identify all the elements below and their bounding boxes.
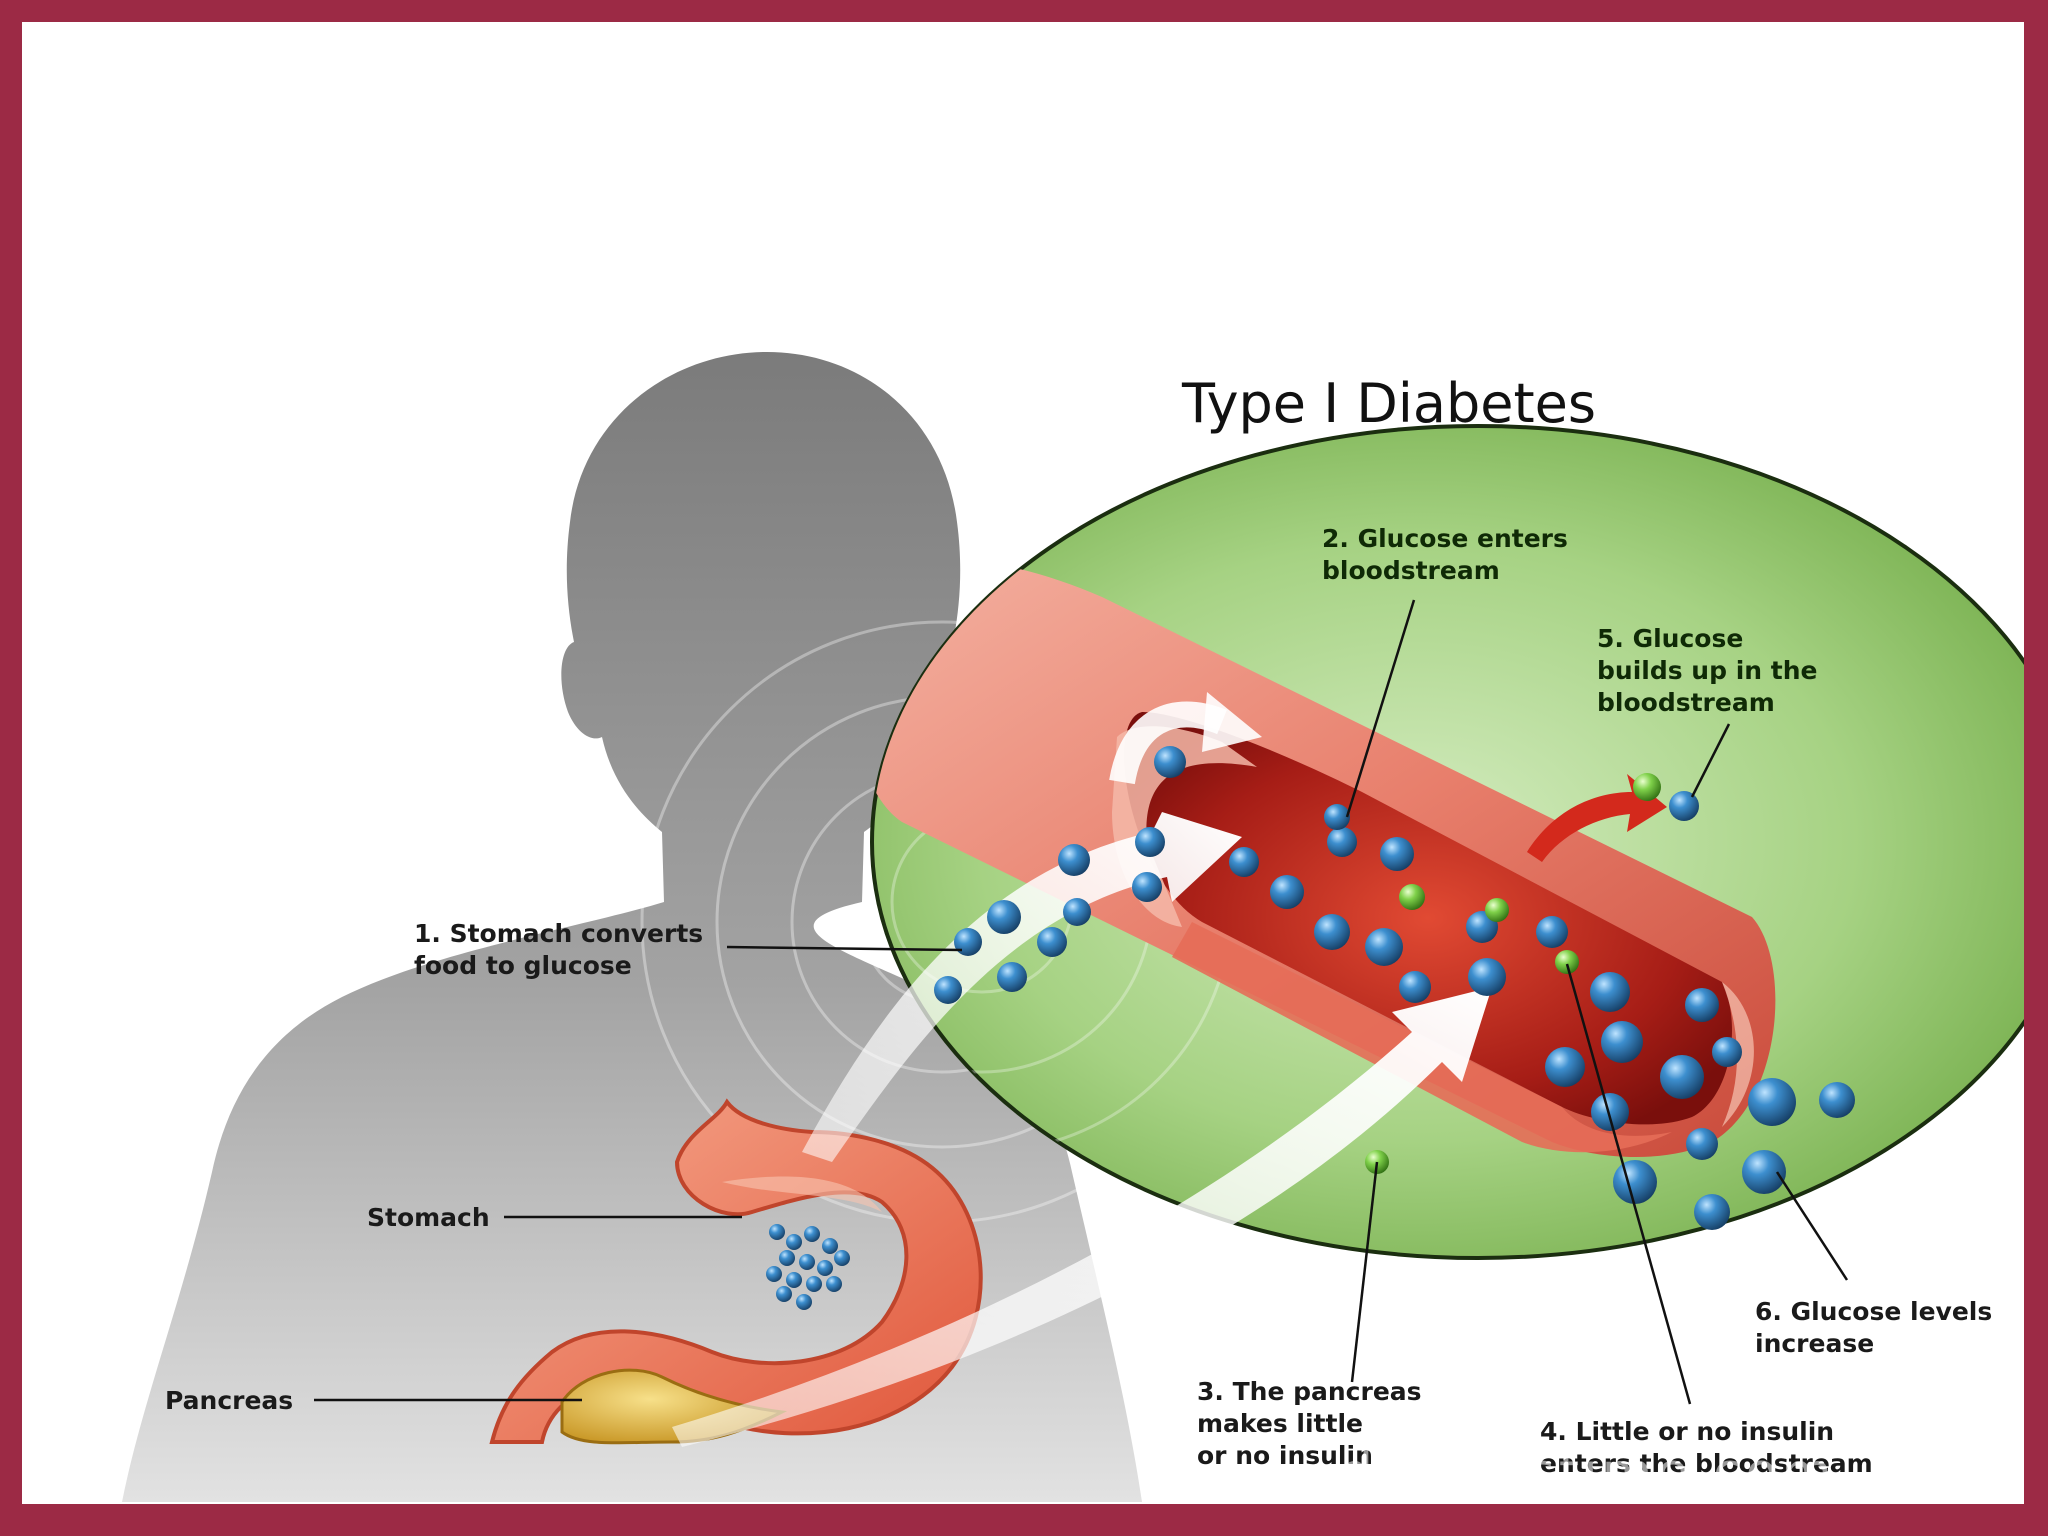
type1-diabetes-diagram: Type I Diabetes 1. Stomach converts food… [122,352,2024,1503]
label-step-3-line-3: or no insulin [1197,1441,1373,1470]
label-step-3-line-2: makes little [1197,1409,1363,1438]
label-step-1-line-2: food to glucose [414,951,632,980]
white-curved-arrow-icon [672,692,1492,1447]
label-step-1: 1. Stomach converts food to glucose [414,919,703,980]
diagram-frame: Type I Diabetes 1. Stomach converts food… [22,22,2024,1504]
leader-lines [314,599,1849,1405]
label-step-6-line-2: increase [1755,1329,1874,1358]
label-step-5-line-3: bloodstream [1597,688,1775,717]
label-step-4-line-2: enters the bloodstream [1540,1449,1873,1478]
label-step-6-line-1: 6. Glucose levels [1755,1297,1992,1326]
label-step-6: 6. Glucose levels increase [1755,1297,1992,1358]
diagram-title: Type I Diabetes [1181,372,1596,435]
label-step-4: 4. Little or no insulin enters the blood… [1540,1417,1873,1478]
label-pancreas: Pancreas [165,1386,293,1415]
label-step-1-line-1: 1. Stomach converts [414,919,703,948]
label-step-2-line-2: bloodstream [1322,556,1500,585]
red-arrow-icon [1527,774,1667,862]
label-step-4-line-1: 4. Little or no insulin [1540,1417,1834,1446]
label-step-5: 5. Glucose builds up in the bloodstream [1597,624,1817,717]
label-step-5-line-2: builds up in the [1597,656,1817,685]
label-step-2-line-1: 2. Glucose enters [1322,524,1568,553]
label-step-3: 3. The pancreas makes little or no insul… [1197,1377,1422,1470]
label-step-2: 2. Glucose enters bloodstream [1322,524,1568,585]
label-step-5-line-1: 5. Glucose [1597,624,1743,653]
watermark: dreamstime.com [1340,1443,1836,1503]
label-stomach: Stomach [367,1203,490,1232]
label-step-3-line-1: 3. The pancreas [1197,1377,1422,1406]
glucose-molecules [766,746,1855,1310]
